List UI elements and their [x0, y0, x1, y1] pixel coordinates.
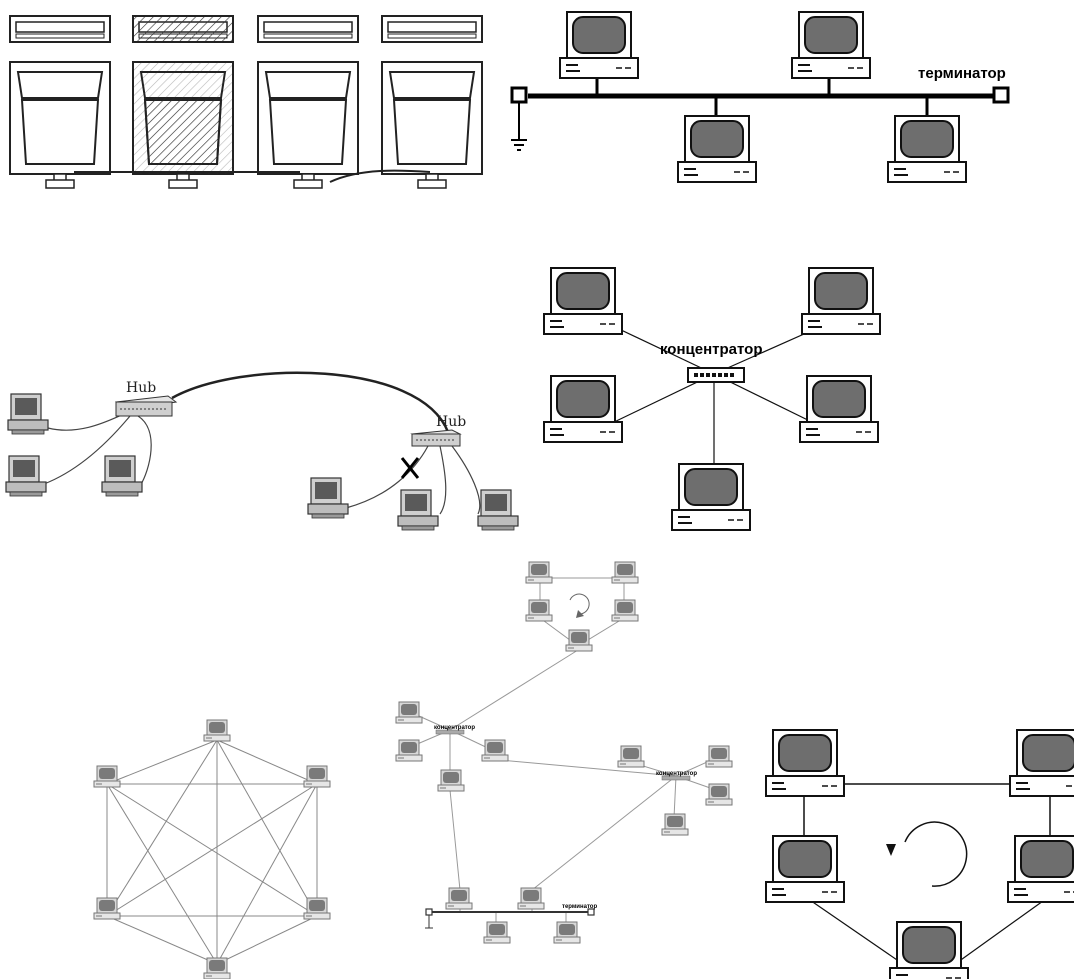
hub-pc-4 [307, 477, 349, 519]
star-computer-2 [801, 267, 881, 335]
ring-computer-1 [765, 729, 845, 797]
hybrid-computer-11 [705, 745, 733, 768]
mesh-computer-5 [303, 897, 331, 920]
hybrid-computer-9 [437, 769, 465, 792]
hybrid-concentrator-left [435, 729, 465, 735]
star-computer-1 [543, 267, 623, 335]
ring-computer-5 [889, 921, 969, 979]
hub-device-right [410, 429, 462, 447]
hybrid-computer-1 [525, 561, 553, 584]
terminator-label: терминатор [918, 65, 1006, 82]
hybrid-computer-5 [565, 629, 593, 652]
hybrid-computer-4 [611, 599, 639, 622]
mesh-computer-4 [93, 897, 121, 920]
hybrid-concentrator-label-right: концентратор [656, 771, 697, 777]
hybrid-ground-icon [425, 915, 433, 929]
concentrator-device [687, 367, 745, 383]
hybrid-computer-3 [525, 599, 553, 622]
hybrid-computer-13 [661, 813, 689, 836]
hybrid-concentrator-right [661, 775, 691, 781]
ground-icon [511, 102, 527, 151]
broken-link-cross-icon [400, 457, 420, 479]
star-topology-panel: концентратор [543, 267, 881, 531]
hybrid-concentrator-label-left: концентратор [434, 725, 475, 731]
hybrid-computer-15 [517, 887, 545, 910]
hub-pc-5 [397, 489, 439, 531]
hybrid-computer-14 [445, 887, 473, 910]
mesh-computer-3 [303, 765, 331, 788]
star-computer-3 [543, 375, 623, 443]
concentrator-label: концентратор [660, 341, 762, 358]
hub-pc-2 [5, 455, 47, 497]
hybrid-terminator-label: терминатор [562, 904, 597, 910]
rotation-arrow-icon [886, 821, 968, 887]
hybrid-computer-8 [481, 739, 509, 762]
hybrid-terminator-right [587, 908, 595, 916]
star-computer-5 [671, 463, 751, 531]
bus-computer-1 [559, 11, 639, 79]
hybrid-computer-2 [611, 561, 639, 584]
terminal-1 [9, 15, 111, 189]
ring-computer-3 [765, 835, 845, 903]
terminal-2-hatched [132, 15, 234, 189]
rotation-arrow-small-icon [569, 593, 590, 618]
hybrid-computer-10 [617, 745, 645, 768]
mesh-computer-2 [93, 765, 121, 788]
ring-computer-2 [1009, 729, 1074, 797]
hub-pc-6 [477, 489, 519, 531]
hub-network-panel: Hub Hub [5, 371, 519, 531]
hybrid-computer-17 [553, 921, 581, 944]
terminator-right [992, 86, 1010, 104]
mesh-topology-panel [106, 739, 318, 965]
ring-computer-4 [1007, 835, 1074, 903]
terminal-3 [257, 15, 359, 189]
hub-uplink-cable [171, 371, 450, 433]
hub-device-left [114, 395, 178, 417]
hub-label-right: Hub [436, 414, 466, 430]
sketch-cable-2 [329, 169, 431, 183]
star-computer-4 [799, 375, 879, 443]
bus-topology-panel: терминатор [510, 11, 1010, 183]
ring-topology-panel [765, 729, 1074, 979]
hub-pc-3 [101, 455, 143, 497]
bus-computer-4 [887, 115, 967, 183]
hybrid-terminator-left [425, 908, 433, 916]
hybrid-computer-7 [395, 739, 423, 762]
hybrid-computer-16 [483, 921, 511, 944]
hybrid-computer-6 [395, 701, 423, 724]
hybrid-computer-12 [705, 783, 733, 806]
bus-computer-3 [677, 115, 757, 183]
terminal-4 [381, 15, 483, 189]
terminator-left [510, 86, 528, 104]
mesh-computer-6 [203, 957, 231, 979]
hub-pc-1 [7, 393, 49, 435]
mesh-computer-1 [203, 719, 231, 742]
hybrid-topology-panel: концентратор концентратор терминатор [395, 561, 733, 944]
hub-label-left: Hub [126, 380, 156, 396]
bus-computer-2 [791, 11, 871, 79]
terminals-sketch-panel [9, 15, 483, 189]
